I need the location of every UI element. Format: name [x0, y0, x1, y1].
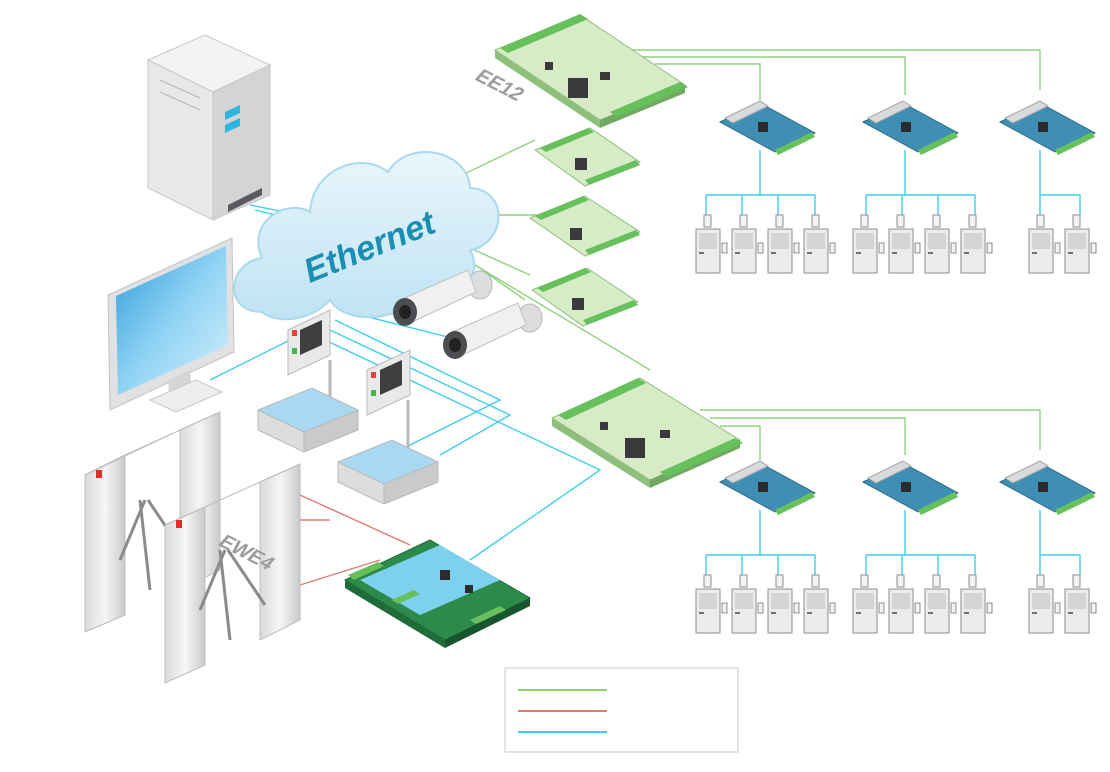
ee12-controller-board: EE12: [470, 14, 688, 128]
turnstile-icon: [164, 463, 301, 684]
server-icon: [146, 34, 272, 221]
door-icon: [852, 574, 885, 634]
expansion-board: [528, 195, 642, 257]
door-icon: [767, 574, 800, 634]
door-icon: [695, 214, 728, 274]
door-icon: [924, 214, 957, 274]
door-icon: [888, 214, 921, 274]
door-controller-board: [861, 460, 960, 515]
door-icon: [1064, 574, 1097, 634]
access-panel-icon: [256, 387, 360, 453]
card-reader-icon: [287, 309, 332, 410]
door-icon: [1064, 214, 1097, 274]
door-icon: [852, 214, 885, 274]
door-icon: [960, 214, 993, 274]
door-controller-board: [718, 100, 817, 155]
door-icon: [767, 214, 800, 274]
door-controller-board: [861, 100, 960, 155]
door-icon: [888, 574, 921, 634]
ethernet-cloud-icon: Ethernet: [233, 151, 500, 321]
door-icon: [1028, 574, 1061, 634]
monitor-icon: [107, 237, 235, 413]
expansion-board: [533, 127, 642, 187]
doors-group: [695, 214, 1097, 634]
card-reader-icon: [366, 349, 411, 450]
door-icon: [695, 574, 728, 634]
door-icon: [960, 574, 993, 634]
door-controller-board: [718, 460, 817, 515]
door-icon: [731, 574, 764, 634]
expansion-board: [530, 267, 640, 327]
door-icon: [731, 214, 764, 274]
door-icon: [803, 214, 836, 274]
door-icon: [803, 574, 836, 634]
turnstile-icon: [84, 411, 221, 633]
door-controller-board: [998, 460, 1097, 515]
camera-icon: [443, 302, 543, 359]
door-icon: [1028, 214, 1061, 274]
door-controller-board: [998, 100, 1097, 155]
camera-icon: [393, 269, 493, 326]
door-icon: [924, 574, 957, 634]
access-panel-icon: [336, 439, 440, 505]
ee12-controller-board: [550, 377, 743, 488]
legend: [504, 667, 739, 753]
